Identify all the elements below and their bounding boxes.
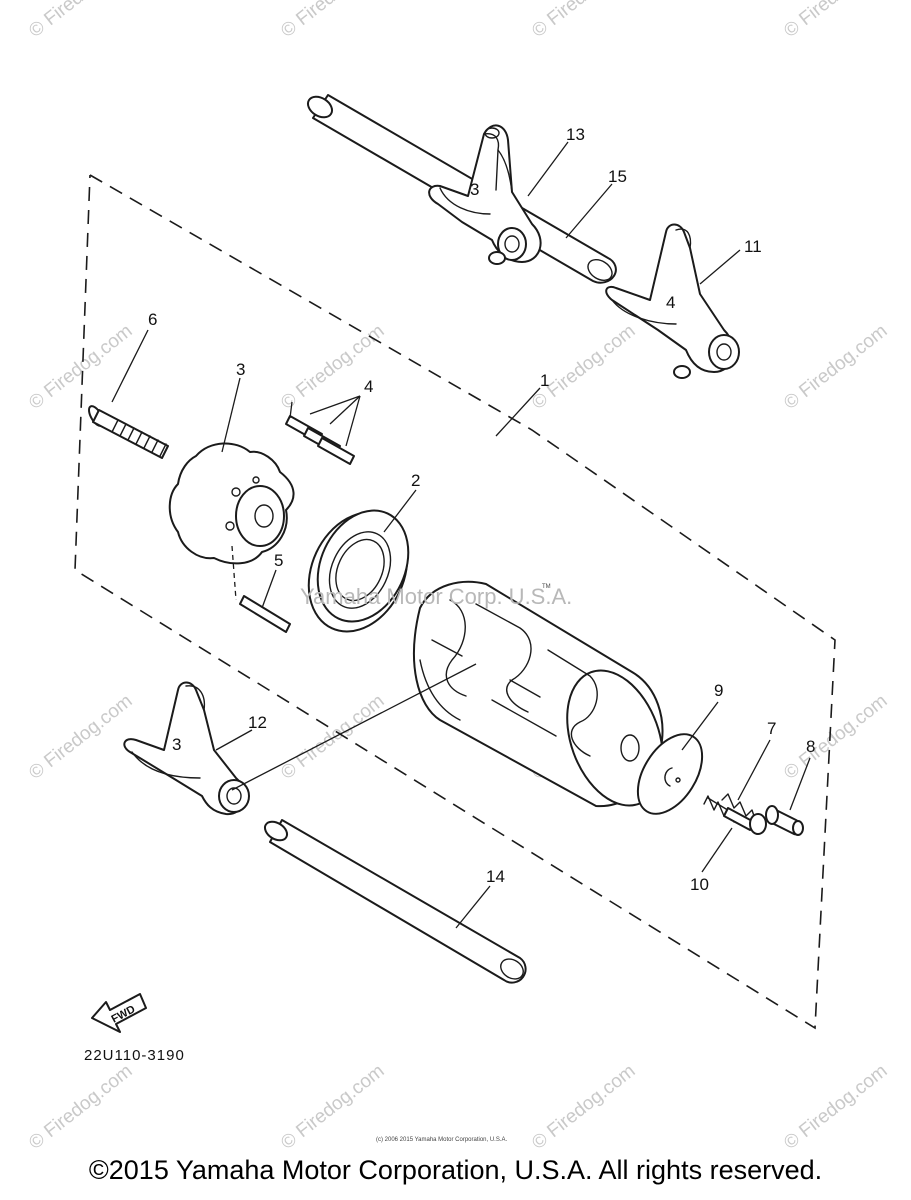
part-screw-10 <box>721 793 767 835</box>
callout-10: 10 <box>690 875 709 894</box>
watermark: © Firedog.com <box>25 691 136 784</box>
callout-7: 7 <box>767 719 776 738</box>
part-dowel-pins-4 <box>285 401 355 465</box>
watermark: © Firedog.com <box>780 0 891 42</box>
callout-2: 2 <box>411 471 420 490</box>
small-credit: (c) 2006 2015 Yamaha Motor Corporation, … <box>376 1137 508 1143</box>
center-watermark: Yamaha Motor Corp. U.S.A. <box>300 584 572 609</box>
watermark: © Firedog.com <box>277 1061 388 1154</box>
part-shift-fork-shaft-14 <box>263 819 527 984</box>
watermark: © Firedog.com <box>25 0 136 42</box>
fork-13-mark: 3 <box>470 180 479 199</box>
callout-13: 13 <box>566 125 585 144</box>
watermark: © Firedog.com <box>528 321 639 414</box>
part-stopper-plate-9 <box>636 733 704 815</box>
fork-12-mark: 3 <box>172 735 181 754</box>
callout-12: 12 <box>248 713 267 732</box>
leader-lines <box>111 141 811 929</box>
watermark: © Firedog.com <box>277 0 388 42</box>
watermark: © Firedog.com <box>25 1061 136 1154</box>
assembly-boundary <box>74 174 836 1030</box>
callout-layer: 1 2 3 4 5 6 7 8 9 10 11 12 13 14 15 <box>148 125 815 894</box>
part-pin-5 <box>231 545 291 633</box>
callout-1: 1 <box>540 371 549 390</box>
watermark: © Firedog.com <box>528 1061 639 1154</box>
watermark: © Firedog.com <box>780 691 891 784</box>
callout-6: 6 <box>148 310 157 329</box>
callout-3: 3 <box>236 360 245 379</box>
center-watermark-tm: TM <box>542 584 551 590</box>
part-shift-fork-shaft-15 <box>306 94 617 284</box>
part-shift-fork-12: 3 <box>123 681 250 816</box>
fork-11-mark: 4 <box>666 293 675 312</box>
callout-8: 8 <box>806 737 815 756</box>
watermark: © Firedog.com <box>780 321 891 414</box>
callout-9: 9 <box>714 681 723 700</box>
fwd-label: FWD <box>110 1003 138 1025</box>
diagram-code: 22U110-3190 <box>84 1047 185 1064</box>
copyright-footer: ©2015 Yamaha Motor Corporation, U.S.A. A… <box>88 1155 823 1185</box>
part-plunger-8 <box>765 805 804 836</box>
part-segment-3 <box>168 442 295 565</box>
part-bearing-2 <box>307 509 410 633</box>
fwd-arrow-icon: FWD <box>91 993 147 1033</box>
callout-5: 5 <box>274 551 283 570</box>
callout-14: 14 <box>486 867 505 886</box>
watermark: © Firedog.com <box>780 1061 891 1154</box>
watermark: © Firedog.com <box>277 321 388 414</box>
part-shift-fork-11: 4 <box>605 223 740 379</box>
part-bolt-6 <box>88 405 169 459</box>
callout-15: 15 <box>608 167 627 186</box>
callout-4: 4 <box>364 377 373 396</box>
callout-11: 11 <box>744 237 762 256</box>
part-shift-fork-13: 3 <box>428 124 542 265</box>
watermark: © Firedog.com <box>528 0 639 42</box>
